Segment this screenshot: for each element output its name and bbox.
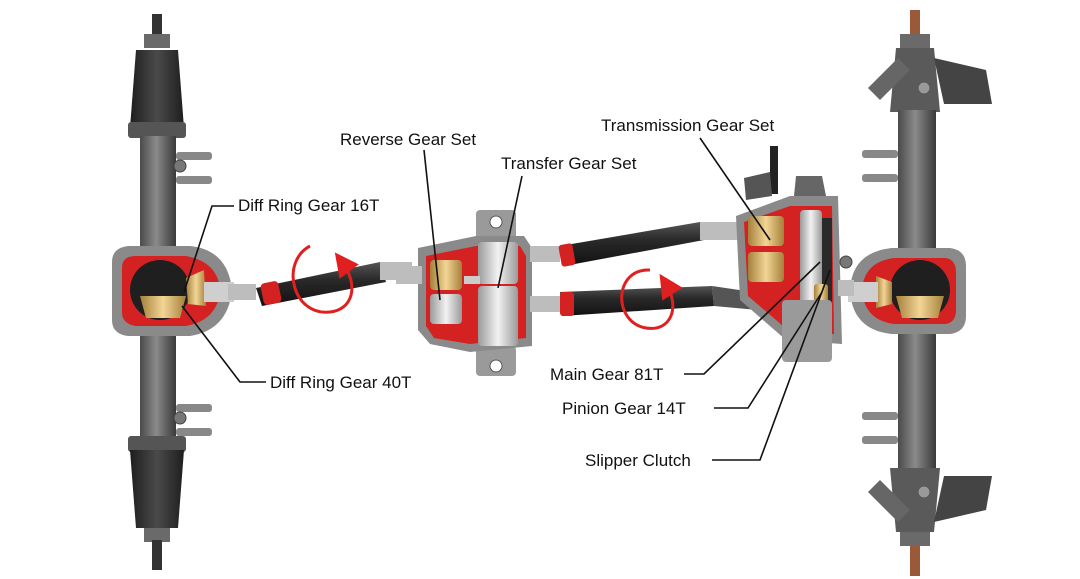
callout-labels: Reverse Gear Set Transfer Gear Set Trans… xyxy=(238,116,774,470)
transfer-gear-lower xyxy=(478,286,518,346)
left-axle-lower-tube xyxy=(140,328,176,438)
right-upper-steering-arm xyxy=(934,58,992,104)
transfer-case-top-mount-hole xyxy=(489,215,503,229)
left-axle-lower-hub xyxy=(130,450,184,528)
right-axle-lower-tube xyxy=(898,330,936,470)
left-axle-upper-hub xyxy=(130,50,184,128)
left-axle-upper-knuckle xyxy=(128,122,186,138)
label-transfer-gear-set: Transfer Gear Set xyxy=(501,154,637,173)
rotation-arrows xyxy=(291,244,683,330)
transmission-gear-lower xyxy=(748,252,784,282)
label-reverse-gear-set: Reverse Gear Set xyxy=(340,130,476,149)
rear-shaft-rotation-arrow xyxy=(620,268,683,330)
right-diff-pinion-gear xyxy=(876,276,892,308)
transfer-case-front-output xyxy=(396,266,422,284)
leader-lines xyxy=(181,137,831,461)
right-lower-link-mount-b xyxy=(862,436,898,444)
transmission xyxy=(736,146,854,362)
right-lower-link-mount-a xyxy=(862,412,898,420)
leader-diff-ring-gear-16t xyxy=(183,205,234,293)
left-upper-link-mount-a xyxy=(176,152,212,160)
leader-diff-ring-gear-40t xyxy=(181,305,266,383)
leader-transfer-gear-set xyxy=(497,175,523,289)
slipper-clutch-pad xyxy=(822,218,832,324)
left-diff-ring-gear-40t xyxy=(140,296,186,318)
leader-reverse-gear-set xyxy=(423,149,441,301)
reverse-gear-upper xyxy=(430,260,462,290)
transmission-gear-upper xyxy=(748,216,784,246)
leader-main-gear-81t xyxy=(684,261,821,375)
right-lower-steering-link xyxy=(868,480,910,522)
right-axle-top-stub xyxy=(910,10,920,44)
front-shaft-rotation-arrow xyxy=(291,244,359,314)
left-axle-upper-tube xyxy=(140,136,176,254)
upper-center-shaft-tube xyxy=(560,222,704,266)
reverse-gear-lower xyxy=(430,294,462,324)
transfer-case xyxy=(396,210,532,376)
right-upper-kingpin-bolt xyxy=(917,81,931,95)
transmission-top-cap xyxy=(794,176,826,196)
right-lower-kingpin-bolt xyxy=(917,485,931,499)
right-axle-bottom-stub xyxy=(910,546,920,576)
right-upper-steering-link xyxy=(868,58,910,100)
upper-center-shaft-ujoint-a xyxy=(530,246,560,262)
lower-center-shaft-red-band xyxy=(560,292,574,316)
transfer-gear-upper xyxy=(478,242,518,284)
transmission-output-yoke xyxy=(838,280,854,296)
left-axle-top-stub xyxy=(152,14,162,44)
left-lower-link-bolt xyxy=(173,411,187,425)
label-pinion-gear-14t: Pinion Gear 14T xyxy=(562,399,686,418)
label-diff-ring-gear-40t: Diff Ring Gear 40T xyxy=(270,373,411,392)
right-upper-link-mount-a xyxy=(862,150,898,158)
right-axle-top-nut xyxy=(900,34,930,48)
left-upper-link-mount-b xyxy=(176,176,212,184)
front-driveshaft-red-band xyxy=(260,281,282,305)
right-diff-input-yoke xyxy=(848,282,878,302)
lower-center-shaft-ujoint-a xyxy=(530,296,560,312)
right-axle-bottom-nut xyxy=(900,532,930,546)
left-axle xyxy=(112,14,234,570)
right-upper-link-mount-b xyxy=(862,174,898,182)
transmission-shift-lever xyxy=(770,146,778,194)
lower-center-shaft-tube xyxy=(560,286,714,316)
label-main-gear-81t: Main Gear 81T xyxy=(550,365,663,384)
leader-transmission-gear-set xyxy=(699,137,771,241)
leader-slipper-clutch xyxy=(712,269,831,461)
front-driveshaft-ujoint-a xyxy=(228,284,256,300)
left-diff-pinion-gear-16t xyxy=(186,270,206,306)
label-diff-ring-gear-16t: Diff Ring Gear 16T xyxy=(238,196,379,215)
right-axle xyxy=(848,10,992,576)
left-lower-link-mount-b xyxy=(176,428,212,436)
transfer-case-shaft-stub xyxy=(464,276,480,284)
left-diff-input-yoke xyxy=(204,282,234,302)
left-axle-top-nut xyxy=(144,34,170,48)
label-slipper-clutch: Slipper Clutch xyxy=(585,451,691,470)
left-axle-lower-knuckle xyxy=(128,436,186,452)
transmission-top-boss xyxy=(744,172,772,200)
left-upper-link-bolt xyxy=(173,159,187,173)
label-transmission-gear-set: Transmission Gear Set xyxy=(601,116,774,135)
upper-center-shaft-red-band xyxy=(558,243,576,267)
transfer-case-bottom-mount-hole xyxy=(489,359,503,373)
left-lower-link-mount-a xyxy=(176,404,212,412)
transmission-output-bolt xyxy=(839,255,853,269)
right-diff-ring-gear xyxy=(896,296,944,318)
right-axle-upper-tube xyxy=(898,110,936,256)
upper-center-shaft-ujoint-b xyxy=(700,222,740,240)
left-axle-bottom-stub xyxy=(152,540,162,570)
leader-pinion-gear-14t xyxy=(714,291,823,409)
left-axle-bottom-nut xyxy=(144,528,170,542)
front-driveshaft xyxy=(228,262,412,306)
right-lower-steering-arm xyxy=(934,476,992,522)
